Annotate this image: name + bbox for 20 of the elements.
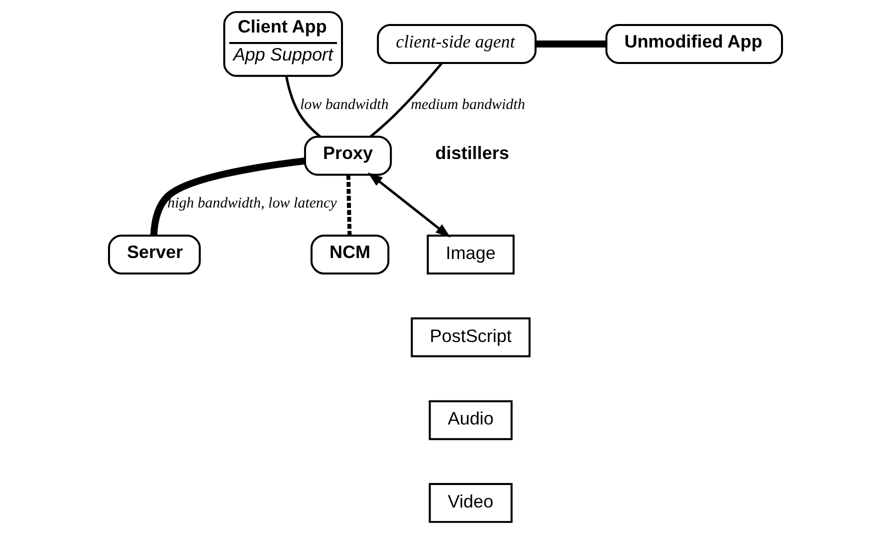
connector [536,40,606,48]
node-box: Unmodified App [605,24,783,64]
node-box: client-side agent [376,24,537,64]
node-box: Client App App Support [223,11,343,77]
connector [150,158,306,236]
node-box: NCM [310,234,390,274]
node-box: Audio [428,400,513,440]
connector [285,76,321,138]
edge-label: high bandwidth, low latency [167,196,337,212]
node-box: Server [108,234,201,274]
connector [370,62,443,138]
edge-label: low bandwidth [300,96,389,113]
node-box: PostScript [410,317,531,358]
connector [346,174,352,236]
node-box: Proxy [304,136,392,176]
arrow [368,172,451,238]
node-box: Video [428,483,513,523]
node-box: Image [426,234,515,274]
edge-label: medium bandwidth [410,96,526,113]
label: distillers [435,143,510,164]
